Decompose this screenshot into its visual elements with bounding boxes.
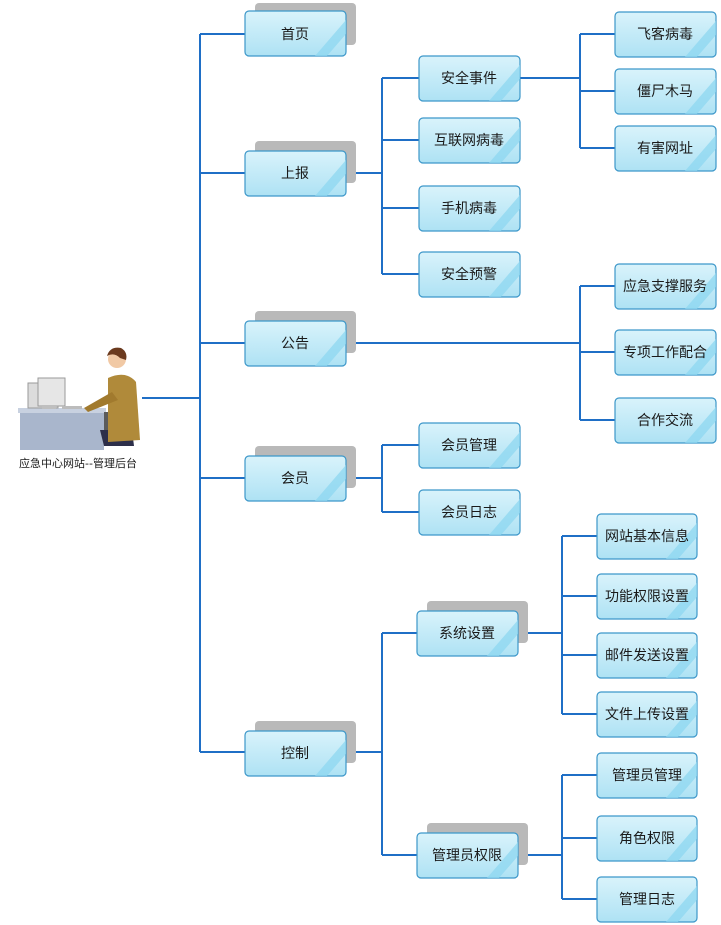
node-label: 网站基本信息 [605,528,689,545]
node-label: 上报 [281,166,309,182]
node-label: 管理员管理 [612,768,682,784]
node-label: 功能权限设置 [605,589,689,605]
node-label: 管理员权限 [432,848,502,864]
node-site-info[interactable]: 网站基本信息 [596,513,698,560]
node-member-log[interactable]: 会员日志 [418,489,521,536]
node-upload-settings[interactable]: 文件上传设置 [596,691,698,738]
node-label: 应急支撑服务 [623,278,707,295]
root-label: 应急中心网站--管理后台 [19,456,137,470]
node-label: 手机病毒 [441,201,497,217]
node-emergency-support[interactable]: 应急支撑服务 [614,263,717,310]
node-notice[interactable]: 公告 [244,311,356,367]
node-label: 僵尸木马 [637,84,693,100]
node-label: 专项工作配合 [623,345,707,361]
node-zombie-trojan[interactable]: 僵尸木马 [614,68,717,115]
node-label: 安全预警 [441,266,497,283]
node-label: 控制 [281,746,309,762]
node-feike-virus[interactable]: 飞客病毒 [614,11,717,58]
node-label: 管理日志 [619,892,675,908]
node-label: 安全事件 [441,70,497,87]
node-label: 角色权限 [619,830,675,847]
node-label: 飞客病毒 [637,26,693,43]
node-home[interactable]: 首页 [244,3,356,57]
node-admin-log[interactable]: 管理日志 [596,876,698,923]
node-label: 公告 [281,336,309,352]
node-label: 首页 [281,27,309,43]
node-internet-virus[interactable]: 互联网病毒 [418,117,521,164]
node-label: 系统设置 [439,626,495,642]
node-system-settings[interactable]: 系统设置 [416,601,528,657]
node-mail-settings[interactable]: 邮件发送设置 [596,632,698,679]
node-label: 互联网病毒 [434,133,504,149]
node-special-work[interactable]: 专项工作配合 [614,329,717,376]
node-member-management[interactable]: 会员管理 [418,422,521,469]
node-report[interactable]: 上报 [244,141,356,197]
node-security-event[interactable]: 安全事件 [418,55,521,102]
node-label: 有害网址 [637,141,693,157]
node-member[interactable]: 会员 [244,446,356,502]
node-mobile-virus[interactable]: 手机病毒 [418,185,521,232]
node-label: 会员管理 [441,438,497,454]
node-label: 邮件发送设置 [605,648,689,664]
connectors [142,33,616,900]
node-label: 会员日志 [441,505,497,521]
node-label: 会员 [281,471,309,487]
person-at-computer-icon [18,347,140,450]
node-function-permission[interactable]: 功能权限设置 [596,573,698,620]
node-control[interactable]: 控制 [244,721,356,777]
node-admin-permissions[interactable]: 管理员权限 [416,823,528,879]
node-label: 文件上传设置 [605,707,689,723]
node-cooperation[interactable]: 合作交流 [614,397,717,444]
node-role-permission[interactable]: 角色权限 [596,815,698,862]
root-node: 应急中心网站--管理后台 [18,347,140,470]
node-admin-management[interactable]: 管理员管理 [596,752,698,799]
node-label: 合作交流 [637,412,693,429]
node-harmful-url[interactable]: 有害网址 [614,125,717,172]
node-security-warning[interactable]: 安全预警 [418,251,521,298]
